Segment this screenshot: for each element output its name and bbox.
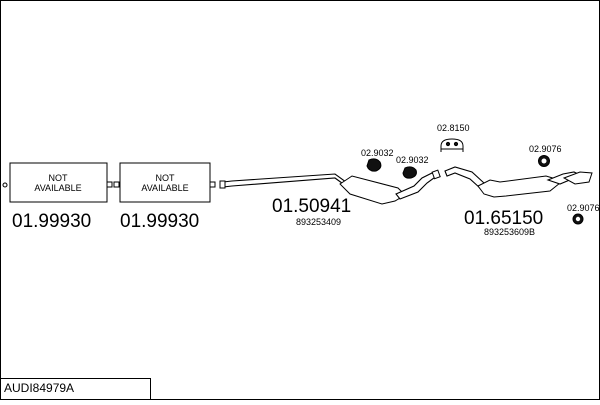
not-available-line1: NOT (49, 173, 69, 183)
rear-silencer (444, 166, 593, 198)
part-number-center: 01.50941 (272, 196, 351, 217)
part-number-middle-front: 01.99930 (120, 211, 199, 232)
accessory-number: 02.9076 (529, 144, 562, 154)
model-code: AUDI84979A (4, 381, 74, 395)
rubber-mount-2: 02.9032 (396, 155, 429, 179)
accessory-number: 02.9032 (396, 155, 429, 165)
not-available-line2: AVAILABLE (141, 183, 188, 193)
not-available-box-1: NOT AVAILABLE (2, 162, 113, 203)
clamp-02-8150: 02.8150 (437, 123, 470, 152)
rubber-mount-1: 02.9032 (361, 148, 394, 172)
accessory-number: 02.9032 (361, 148, 394, 158)
part-number-rear: 01.65150 (464, 208, 543, 229)
center-silencer (219, 169, 441, 205)
accessory-number: 02.8150 (437, 123, 470, 133)
accessory-number: 02.9076 (567, 203, 600, 213)
not-available-line1: NOT (156, 173, 176, 183)
rubber-ring-1: 02.9076 (529, 144, 562, 167)
not-available-line2: AVAILABLE (34, 183, 81, 193)
oem-number-center: 893253409 (296, 217, 341, 227)
part-number-front: 01.99930 (12, 211, 91, 232)
not-available-box-2: NOT AVAILABLE (113, 162, 216, 203)
rubber-ring-2: 02.9076 (567, 203, 600, 225)
oem-number-rear: 893253609B (484, 227, 535, 237)
